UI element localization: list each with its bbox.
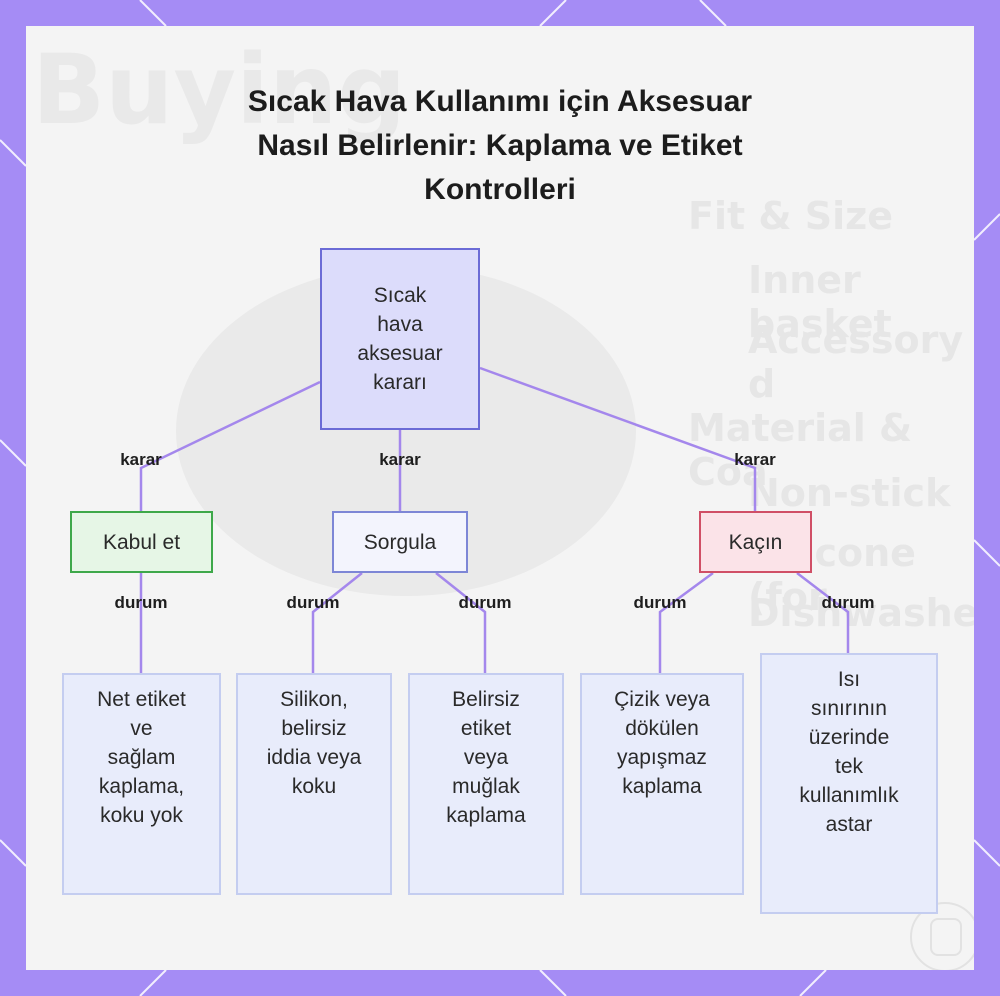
leaf-line: muğlak	[452, 775, 520, 798]
root-line: hava	[377, 313, 423, 336]
root-line: aksesuar	[357, 342, 443, 365]
root-line: kararı	[373, 371, 427, 394]
leaf-line: Belirsiz	[452, 688, 520, 711]
leaf-line: koku	[291, 775, 337, 798]
background-item-dishwasher: Dishwasher	[748, 591, 974, 635]
leaf-node: Belirsiz etiket veya muğlak kaplama	[408, 673, 564, 895]
leaf-line: iddia veya	[266, 746, 362, 769]
connector-line	[435, 572, 487, 673]
leaf-node: Net etiket ve sağlam kaplama, koku yok	[62, 673, 221, 895]
leaf-line: Çizik veya	[614, 688, 710, 711]
connector-line	[658, 571, 714, 673]
background-section-material: Material & Coa	[688, 406, 913, 494]
leaf-line: Net etiket	[97, 688, 186, 711]
leaf-line: ve	[130, 717, 153, 740]
root-node: Sıcak hava aksesuar kararı	[320, 248, 480, 430]
edge-label: durum	[458, 593, 512, 612]
leaf-line: yapışmaz	[617, 746, 707, 769]
leaf-line: kaplama,	[98, 775, 185, 798]
title-line: Nasıl Belirlenir: Kaplama ve Etiket	[257, 129, 743, 162]
leaf-line: kaplama	[622, 775, 702, 798]
background-section-fit: Fit & Size	[688, 194, 894, 238]
leaf-line: Silikon,	[280, 688, 348, 711]
connector-line	[139, 380, 321, 511]
leaf-line: tek	[834, 755, 863, 778]
background-item-accessory: Accessory d	[748, 318, 964, 406]
edge-label: karar	[734, 450, 776, 469]
title-line: Sıcak Hava Kullanımı için Aksesuar	[247, 85, 753, 118]
leaf-line: astar	[825, 813, 873, 836]
leaf-line: üzerinde	[808, 726, 890, 749]
leaf-node: Isı sınırının üzerinde tek kullanımlık a…	[760, 653, 938, 914]
connector-line	[311, 572, 363, 673]
branch-label: Sorgula	[363, 530, 437, 554]
watermark-icon	[910, 902, 974, 970]
background-heading: Buying	[32, 34, 407, 146]
edge-label: karar	[379, 450, 421, 469]
root-label: Sıcak hava aksesuar kararı	[357, 281, 442, 397]
leaf-line: kaplama	[446, 804, 526, 827]
branch-node-question: Sorgula	[332, 511, 468, 573]
connector-line	[479, 366, 757, 511]
root-line: Sıcak	[373, 284, 427, 307]
leaf-line: dökülen	[625, 717, 699, 740]
leaf-line: koku yok	[100, 804, 183, 827]
edge-label: durum	[286, 593, 340, 612]
connector-line	[796, 572, 850, 653]
edge-label: durum	[114, 593, 168, 612]
leaf-line: sağlam	[107, 746, 176, 769]
branch-node-accept: Kabul et	[70, 511, 213, 573]
leaf-line: Isı	[837, 668, 861, 691]
leaf-node: Silikon, belirsiz iddia veya koku	[236, 673, 392, 895]
branch-label: Kaçın	[728, 530, 783, 554]
leaf-node: Çizik veya dökülen yapışmaz kaplama	[580, 673, 744, 895]
edge-label: durum	[821, 593, 875, 612]
branch-node-avoid: Kaçın	[699, 511, 812, 573]
edge-label: durum	[633, 593, 687, 612]
background-item-inner: Inner basket	[748, 258, 892, 346]
title-line: Kontrolleri	[424, 173, 576, 206]
leaf-line: belirsiz	[281, 717, 347, 740]
leaf-line: kullanımlık	[799, 784, 899, 807]
edge-label: karar	[120, 450, 162, 469]
leaf-line: etiket	[460, 717, 512, 740]
page-title: Sıcak Hava Kullanımı için Aksesuar Nasıl…	[150, 80, 850, 212]
branch-label: Kabul et	[102, 530, 181, 554]
leaf-line: veya	[463, 746, 509, 769]
leaf-line: sınırının	[811, 697, 887, 720]
